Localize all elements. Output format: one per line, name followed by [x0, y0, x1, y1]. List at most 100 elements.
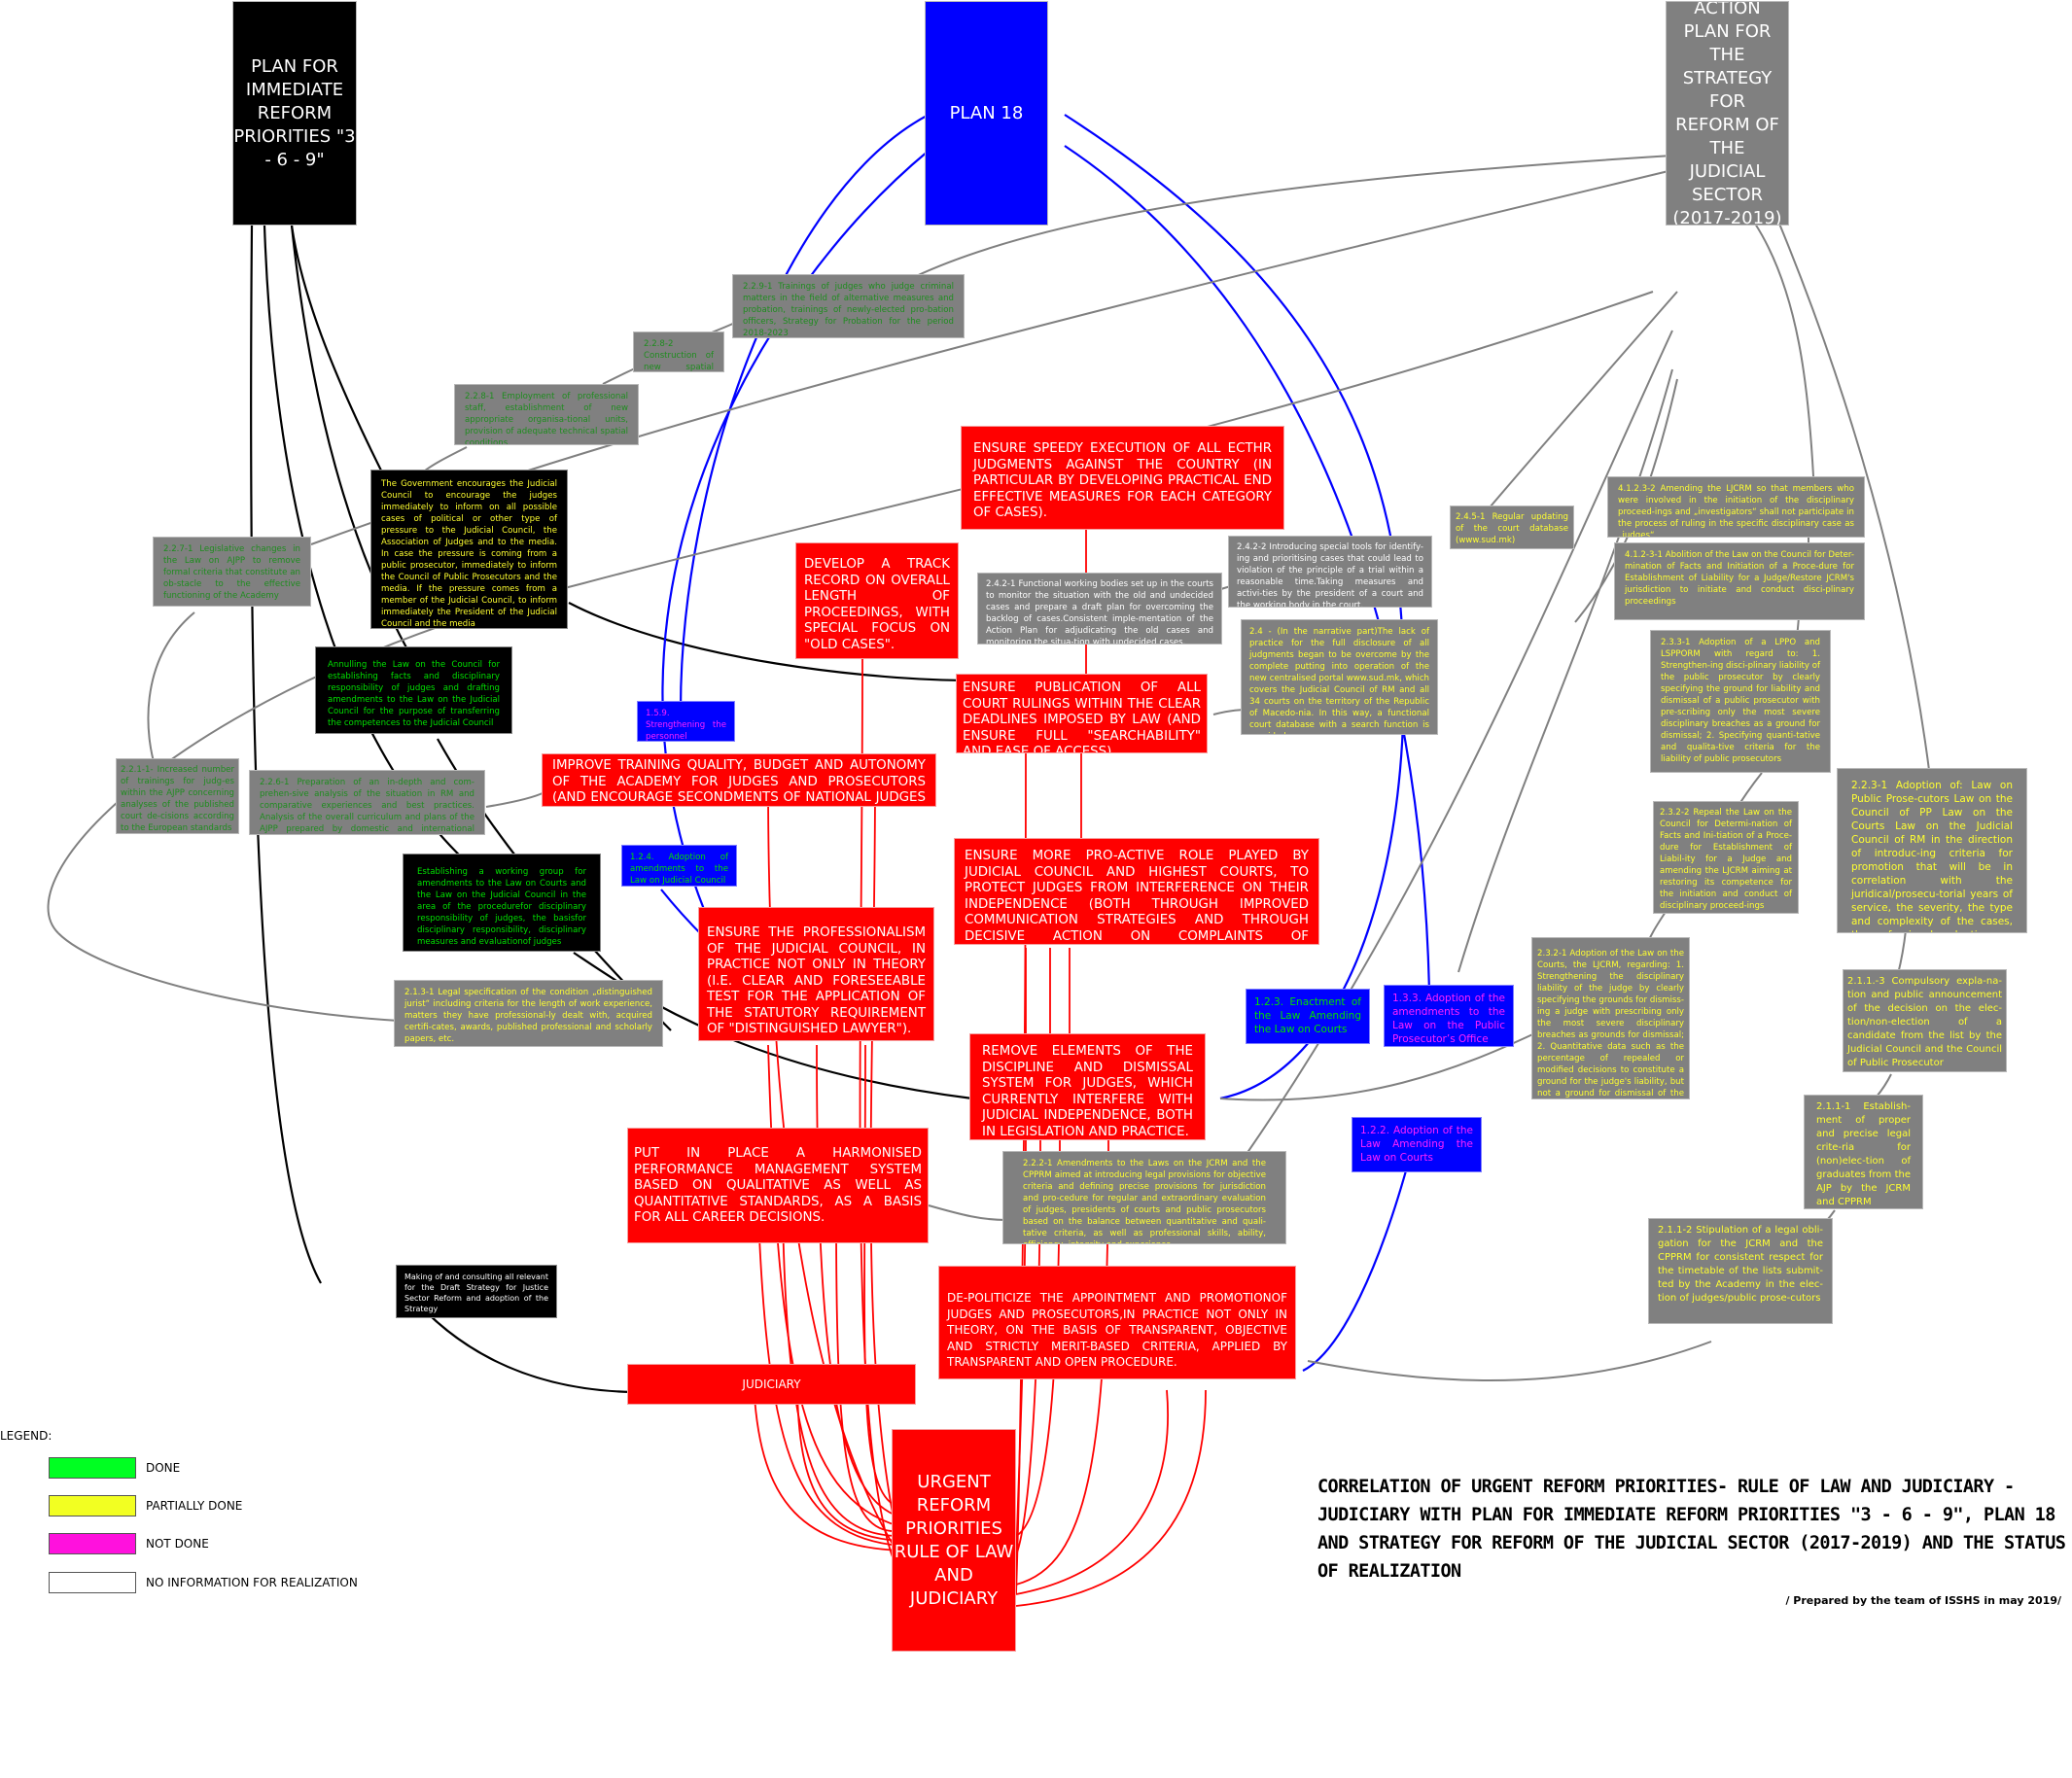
priority-publication[interactable]: ENSURE PUBLICATION OF ALL COURT RULINGS …: [956, 674, 1208, 753]
link-ap-s41232: [1754, 223, 1814, 477]
hub-plan369[interactable]: PLAN FOR IMMEDIATE REFORM PRIORITIES "3 …: [232, 1, 357, 226]
legend-item-no-info: NO INFORMATION FOR REALIZATION: [49, 1571, 358, 1594]
priority-professionalism-text: ENSURE THE PROFESSIONALISM OF THE JUDICI…: [707, 925, 926, 1036]
link-ap-s2291: [913, 155, 1673, 278]
link-discipline-urgent-4: [1015, 1132, 1109, 1586]
link-p122-depoliticize: [1302, 1156, 1412, 1372]
link-plan369-government: [290, 225, 385, 477]
plan369-working-group[interactable]: Establishing a working group for amendme…: [403, 854, 601, 952]
plan369-draft-strategy[interactable]: Making of and consulting all relevant fo…: [396, 1265, 557, 1318]
priority-track-record[interactable]: DEVELOP A TRACK RECORD ON OVERALL LENGTH…: [795, 542, 959, 659]
priority-ecthr[interactable]: ENSURE SPEEDY EXECUTION OF ALL ECTHR JUD…: [961, 426, 1284, 530]
legend-label-partial: PARTIALLY DONE: [146, 1499, 243, 1513]
link-s2271-s2211: [147, 611, 195, 769]
link-judiciary-urgent-2: [796, 1379, 900, 1542]
link-s2112-depoliticize: [1307, 1341, 1712, 1381]
priority-depoliticize[interactable]: DE-POLITICIZE THE APPOINTMENT AND PROMOT…: [938, 1266, 1296, 1379]
diagram-credit: / Prepared by the team of ISSHS in may 2…: [1785, 1594, 2061, 1607]
strategy-2-3-2-1[interactable]: 2.3.2-1 Adoption of the Law on the Court…: [1531, 937, 1690, 1099]
legend-item-partial: PARTIALLY DONE: [49, 1494, 242, 1517]
priority-proactive[interactable]: ENSURE MORE PRO-ACTIVE ROLE PLAYED BY JU…: [954, 838, 1319, 945]
link-plan369-draft-strategy: [250, 225, 322, 1284]
strategy-2-2-8-2[interactable]: 2.2.8-2 Construction of new spatial cond…: [633, 331, 724, 372]
strategy-2-3-2-2[interactable]: 2.3.2-2 Repeal the Law on the Council fo…: [1653, 801, 1799, 914]
diagram-title: CORRELATION OF URGENT REFORM PRIORITIES-…: [1317, 1477, 2066, 1582]
strategy-2-2-7-1[interactable]: 2.2.7-1 Legislative changes in the Law o…: [153, 537, 311, 607]
legend-swatch-partial: [49, 1495, 136, 1517]
link-depoliticize-urgent-2: [1015, 1389, 1207, 1607]
strategy-2-2-9-1[interactable]: 2.2.9-1 Trainings of judges who judge cr…: [732, 274, 965, 338]
priority-ecthr-text: ENSURE SPEEDY EXECUTION OF ALL ECTHR JUD…: [973, 441, 1272, 520]
priority-training-text: IMPROVE TRAINING QUALITY, BUDGET AND AUT…: [552, 758, 926, 805]
legend-swatch-no-info: [49, 1572, 136, 1593]
link-performance-urgent-1: [757, 1214, 900, 1547]
link-plan18-p133: [1064, 145, 1431, 993]
link-ap-s2231: [1778, 223, 1931, 779]
priority-performance[interactable]: PUT IN PLACE A HARMONISED PERFORMANCE MA…: [627, 1128, 929, 1243]
plan18-1-2-2[interactable]: 1.2.2. Adoption of the Law Amending the …: [1352, 1117, 1482, 1172]
legend-title: LEGEND:: [0, 1429, 53, 1443]
priority-discipline[interactable]: REMOVE ELEMENTS OF THE DISCIPLINE AND DI…: [969, 1033, 1206, 1140]
link-s2261-training: [485, 791, 545, 808]
priority-training[interactable]: IMPROVE TRAINING QUALITY, BUDGET AND AUT…: [542, 753, 936, 807]
strategy-2-4[interactable]: 2.4 - (In the narrative part)The lack of…: [1241, 619, 1438, 735]
priority-depoliticize-text: DE-POLITICIZE THE APPOINTMENT AND PROMOT…: [947, 1291, 1287, 1369]
hub-action-plan-label: ACTION PLAN FOR THE STRATEGY FOR REFORM …: [1672, 1, 1782, 226]
strategy-2-4-2-1[interactable]: 2.4.2-1 Functional working bodies set up…: [977, 573, 1222, 645]
strategy-2-4-2-2[interactable]: 2.4.2-2 Introducing special tools for id…: [1228, 536, 1432, 608]
legend-label-done: DONE: [146, 1461, 181, 1475]
legend-item-done: DONE: [49, 1456, 180, 1480]
plan369-annulling[interactable]: Annulling the Law on the Council for est…: [315, 646, 512, 734]
plan369-government[interactable]: The Government encourages the Judicial C…: [370, 470, 568, 629]
strategy-2-1-1-1[interactable]: 2.1.1-1 Establish-ment of proper and pre…: [1804, 1095, 1923, 1209]
link-performance-urgent-2: [782, 1214, 900, 1537]
link-s2131-left: [57, 932, 400, 1022]
priority-track-record-text: DEVELOP A TRACK RECORD ON OVERALL LENGTH…: [804, 557, 950, 652]
link-depoliticize-urgent-1: [1015, 1389, 1169, 1595]
hub-plan18[interactable]: PLAN 18: [925, 1, 1048, 226]
link-chain-right-6: [1876, 1073, 1892, 1098]
link-professionalism-urgent-2: [816, 1044, 900, 1517]
link-professionalism-urgent-1: [767, 1044, 900, 1527]
link-judiciary-urgent-1: [753, 1379, 900, 1551]
hub-urgent[interactable]: URGENT REFORM PRIORITIES RULE OF LAW AND…: [892, 1429, 1016, 1652]
strategy-4-1-2-3-2[interactable]: 4.1.2.3-2 Amending the LJCRM so that mem…: [1607, 476, 1865, 538]
link-plan18-p124: [661, 150, 930, 924]
legend-label-no-info: NO INFORMATION FOR REALIZATION: [146, 1576, 358, 1589]
priority-professionalism[interactable]: ENSURE THE PROFESSIONALISM OF THE JUDICI…: [698, 907, 934, 1041]
link-performance-s2221: [928, 1204, 1007, 1221]
legend-swatch-not-done: [49, 1533, 136, 1554]
plan18-1-3-3[interactable]: 1.3.3. Adoption of the amendments to the…: [1384, 985, 1514, 1047]
link-plan18-p159: [679, 114, 930, 711]
priority-publication-text: ENSURE PUBLICATION OF ALL COURT RULINGS …: [963, 680, 1201, 753]
link-chain-right-5: [1897, 929, 1907, 975]
legend-swatch-done: [49, 1457, 136, 1479]
hub-action-plan[interactable]: ACTION PLAN FOR THE STRATEGY FOR REFORM …: [1666, 1, 1789, 226]
strategy-2-1-3-1[interactable]: 2.1.3-1 Legal specification of the condi…: [394, 980, 663, 1047]
strategy-2-2-1-1[interactable]: 2.2.1-1- Increased number of trainings f…: [116, 758, 239, 834]
link-performance-urgent-3: [835, 1214, 900, 1533]
link-ap-s2451: [1457, 368, 1673, 973]
link-s2131-ellipse: [47, 291, 1654, 934]
strategy-2-2-3-1[interactable]: 2.2.3-1 Adoption of: Law on Public Prose…: [1837, 768, 2027, 933]
plan18-1-2-3[interactable]: 1.2.3. Enactment of the Law Amending the…: [1246, 989, 1370, 1044]
strategy-2-4-5-1[interactable]: 2.4.5-1 Regular updating of the court da…: [1450, 506, 1574, 549]
hub-plan369-label: PLAN FOR IMMEDIATE REFORM PRIORITIES "3 …: [233, 55, 356, 170]
strategy-2-1-1-3[interactable]: 2.1.1.-3 Compulsory expla-na-tion and pu…: [1843, 969, 2007, 1072]
strategy-2-3-3-1[interactable]: 2.3.3-1 Adoption of a LPPO and LSPPORM w…: [1650, 630, 1831, 773]
legend-item-not-done: NOT DONE: [49, 1532, 209, 1555]
strategy-4-1-2-3-1[interactable]: 4.1.2-3-1 Abolition of the Law on the Co…: [1614, 542, 1865, 620]
strategy-2-2-8-1[interactable]: 2.2.8-1 Employment of professional staff…: [454, 384, 639, 445]
strategy-2-2-6-1[interactable]: 2.2.6-1 Preparation of an in-depth and c…: [249, 770, 485, 835]
hub-judiciary[interactable]: JUDICIARY: [627, 1364, 916, 1405]
strategy-2-1-1-2[interactable]: 2.1.1-2 Stipulation of a legal obli-gati…: [1648, 1218, 1833, 1324]
strategy-2-2-2-1[interactable]: 2.2.2-1 Amendments to the Laws on the JC…: [1002, 1151, 1286, 1244]
hub-judiciary-label: JUDICIARY: [742, 1377, 801, 1391]
hub-urgent-label: URGENT REFORM PRIORITIES RULE OF LAW AND…: [894, 1471, 1014, 1609]
legend-label-not-done: NOT DONE: [146, 1537, 209, 1551]
priority-proactive-text: ENSURE MORE PRO-ACTIVE ROLE PLAYED BY JU…: [965, 849, 1309, 944]
plan18-1-5-9[interactable]: 1.5.9. Strengthening the personnel capac…: [637, 701, 735, 742]
plan18-1-2-4[interactable]: 1.2.4. Adoption of amendments to the Law…: [621, 845, 737, 887]
priority-performance-text: PUT IN PLACE A HARMONISED PERFORMANCE MA…: [634, 1146, 922, 1225]
priority-discipline-text: REMOVE ELEMENTS OF THE DISCIPLINE AND DI…: [982, 1044, 1193, 1139]
